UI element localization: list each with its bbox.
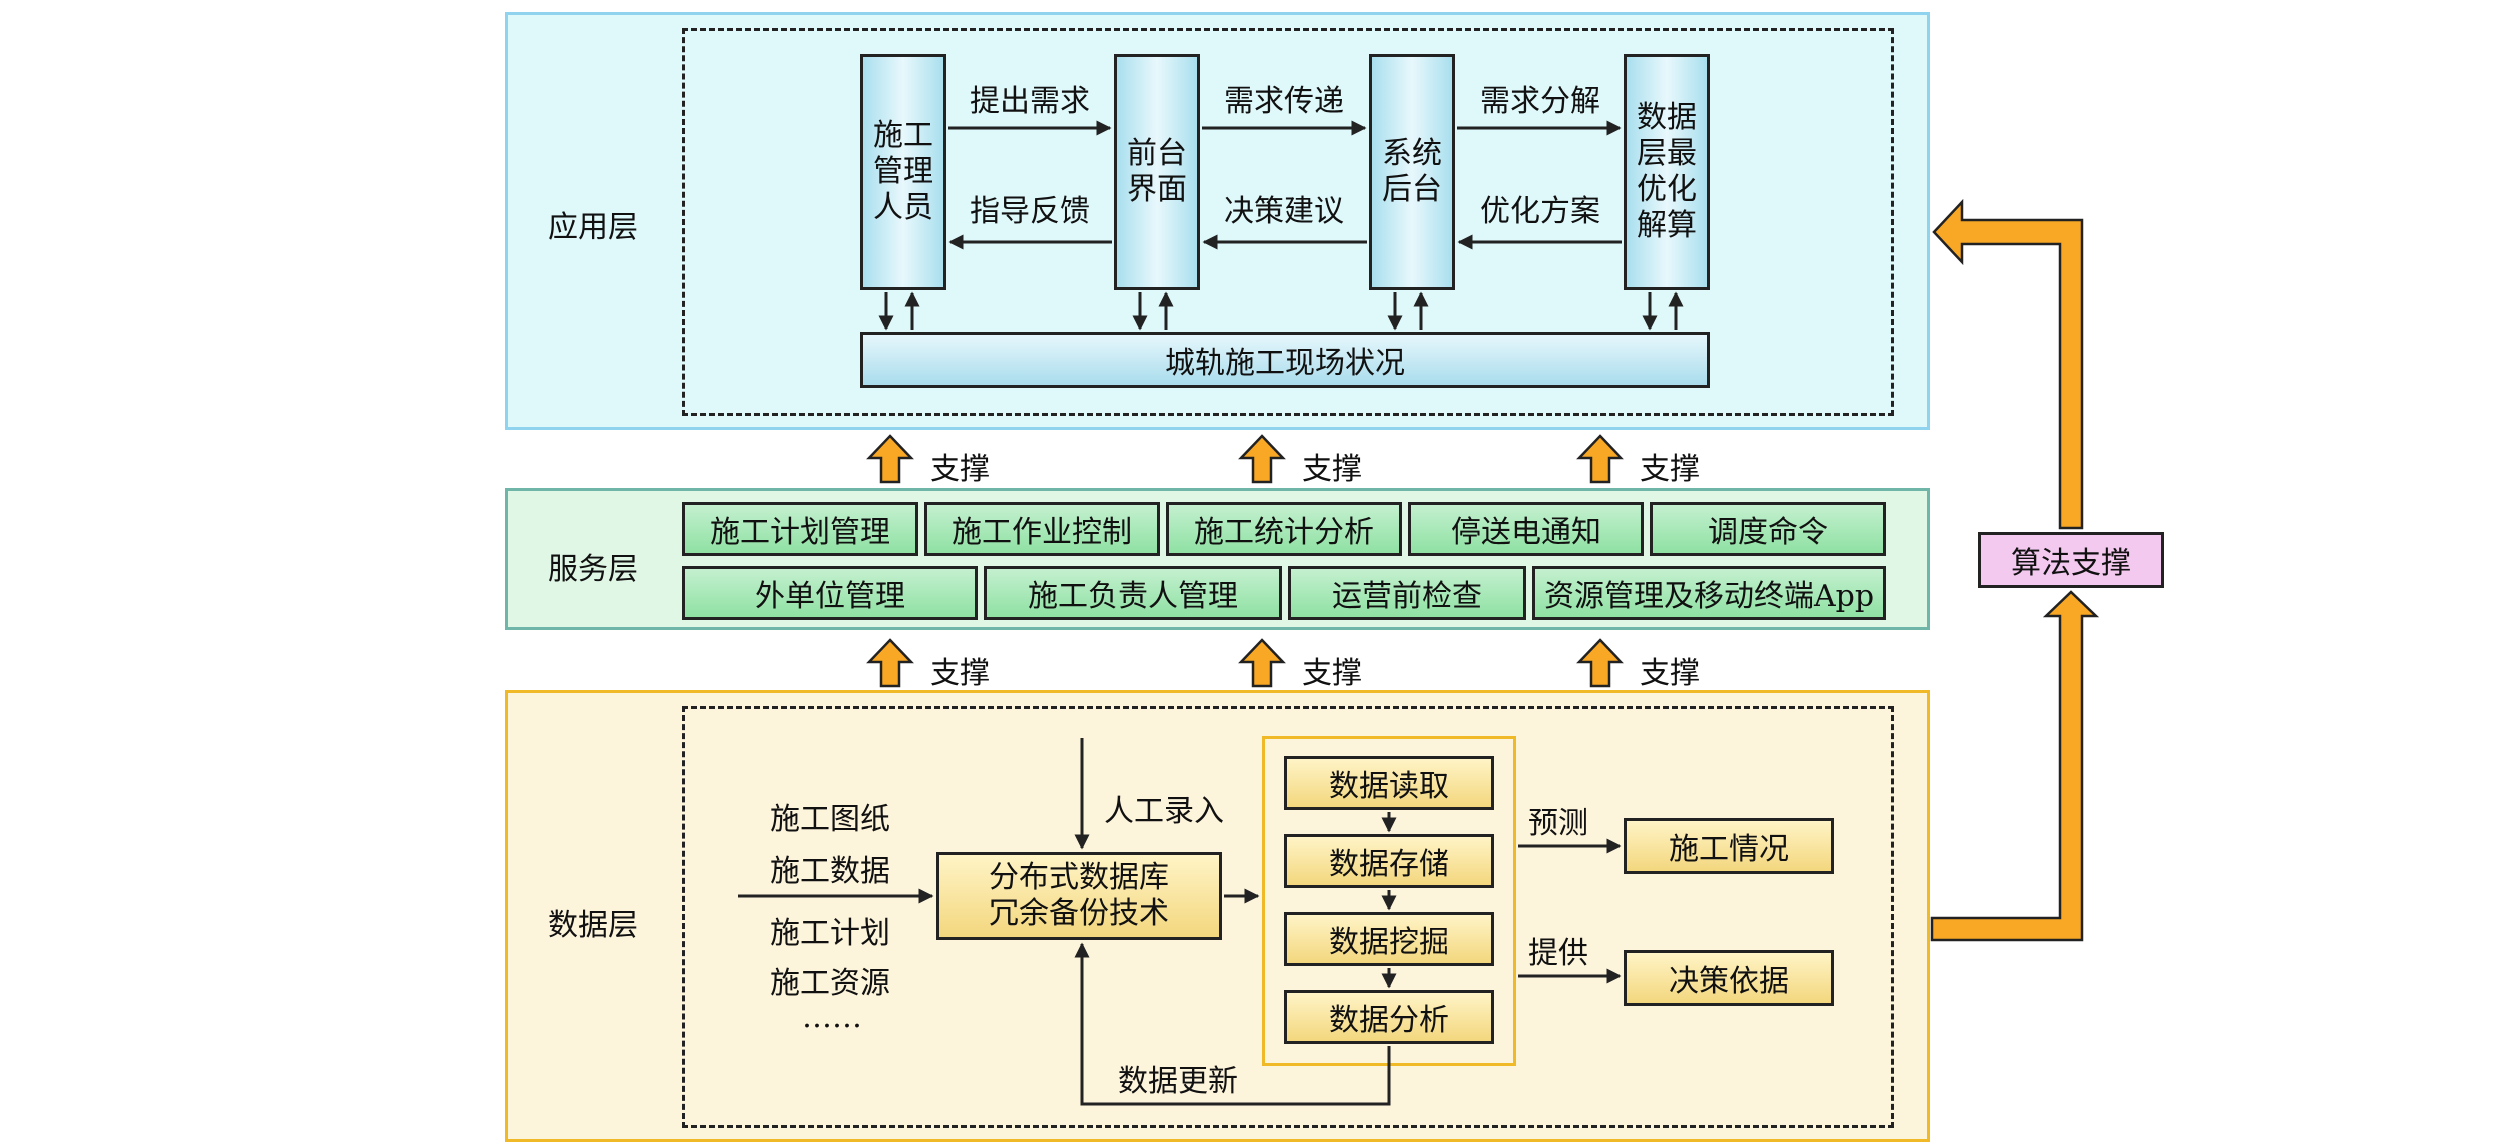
service-dispatch-command: 调度命令 [1650, 502, 1886, 556]
input-construction-resource: 施工资源 [770, 966, 890, 1001]
front-end-interface-label: 前台界面 [1127, 136, 1187, 207]
processing-label: 数据读取 [1329, 769, 1449, 804]
decision-suggestion-label: 决策建议 [1224, 194, 1344, 229]
service-label: 调度命令 [1708, 515, 1828, 550]
construction-manager-label: 施工管理人员 [873, 118, 933, 225]
system-backend-label: 系统后台 [1382, 136, 1442, 207]
input-drawings: 施工图纸 [770, 802, 890, 837]
processing-label: 数据分析 [1329, 1003, 1449, 1038]
output-label: 决策依据 [1669, 964, 1789, 999]
service-external-unit-management: 外单位管理 [682, 566, 978, 620]
input-ellipsis: …… [802, 1000, 862, 1035]
request-transfer-label: 需求传递 [1224, 84, 1344, 119]
data-read-box: 数据读取 [1284, 756, 1494, 810]
support-label-top-2: 支撑 [1302, 452, 1362, 487]
site-status-label: 城轨施工现场状况 [1165, 346, 1405, 381]
service-construction-operation-control: 施工作业控制 [924, 502, 1160, 556]
arrow-data-update [1074, 942, 1391, 1106]
database-label-line2: 冗余备份技术 [989, 896, 1169, 931]
service-label: 运营前检查 [1332, 579, 1482, 614]
support-arrow-bottom-1 [866, 638, 914, 688]
front-end-interface-box: 前台界面 [1114, 54, 1200, 290]
service-construction-statistics: 施工统计分析 [1166, 502, 1402, 556]
processing-label: 数据挖掘 [1329, 925, 1449, 960]
service-label: 停送电通知 [1451, 515, 1601, 550]
support-label-top-3: 支撑 [1640, 452, 1700, 487]
application-dashed-frame [682, 28, 1894, 416]
processing-label: 数据存储 [1329, 847, 1449, 882]
support-label-bottom-1: 支撑 [930, 656, 990, 691]
application-layer-label: 应用层 [548, 210, 638, 245]
service-layer-label: 服务层 [548, 552, 638, 587]
site-status-box: 城轨施工现场状况 [860, 332, 1710, 388]
data-analysis-box: 数据分析 [1284, 990, 1494, 1044]
distributed-database-box: 分布式数据库 冗余备份技术 [936, 852, 1222, 940]
service-label: 资源管理及移动终端App [1543, 579, 1875, 614]
site-status-connectors [878, 291, 1684, 331]
data-dashed-frame [682, 706, 1894, 1128]
input-construction-data: 施工数据 [770, 854, 890, 889]
algorithm-support-label: 算法支撑 [2011, 546, 2131, 581]
guidance-feedback-label: 指导反馈 [970, 194, 1090, 229]
support-label-top-1: 支撑 [930, 452, 990, 487]
data-update-label: 数据更新 [1118, 1064, 1238, 1099]
support-label-bottom-3: 支撑 [1640, 656, 1700, 691]
support-arrow-bottom-3 [1576, 638, 1624, 688]
support-arrows [866, 434, 1624, 688]
service-label: 外单位管理 [755, 579, 905, 614]
support-label-bottom-2: 支撑 [1302, 656, 1362, 691]
data-layer-optimization-label: 数据层最优化解算 [1637, 100, 1697, 243]
request-decompose-label: 需求分解 [1480, 84, 1600, 119]
request-label: 提出需求 [970, 84, 1090, 119]
predict-label: 预测 [1528, 806, 1588, 841]
data-layer-label: 数据层 [548, 908, 638, 943]
data-storage-box: 数据存储 [1284, 834, 1494, 888]
support-arrow-bottom-2 [1238, 638, 1286, 688]
algorithm-feed-arrow [1932, 592, 2113, 938]
support-arrow-top-2 [1238, 434, 1286, 484]
service-power-notice: 停送电通知 [1408, 502, 1644, 556]
algorithm-to-application-arrow [1932, 198, 2084, 530]
service-resource-mobile-app: 资源管理及移动终端App [1532, 566, 1886, 620]
system-backend-box: 系统后台 [1369, 54, 1455, 290]
service-label: 施工作业控制 [952, 515, 1132, 550]
data-layer-optimization-box: 数据层最优化解算 [1624, 54, 1710, 290]
support-arrow-top-1 [866, 434, 914, 484]
provide-label: 提供 [1528, 936, 1588, 971]
data-mining-box: 数据挖掘 [1284, 912, 1494, 966]
output-label: 施工情况 [1669, 832, 1789, 867]
service-responsible-person-management: 施工负责人管理 [984, 566, 1282, 620]
decision-basis-output: 决策依据 [1624, 950, 1834, 1006]
construction-manager-box: 施工管理人员 [860, 54, 946, 290]
input-construction-plan: 施工计划 [770, 916, 890, 951]
optimization-plan-label: 优化方案 [1480, 194, 1600, 229]
service-pre-operation-check: 运营前检查 [1288, 566, 1526, 620]
construction-status-output: 施工情况 [1624, 818, 1834, 874]
service-label: 施工统计分析 [1194, 515, 1374, 550]
service-label: 施工计划管理 [710, 515, 890, 550]
manual-entry-label: 人工录入 [1104, 794, 1224, 829]
algorithm-support-box: 算法支撑 [1978, 532, 2164, 588]
service-label: 施工负责人管理 [1028, 579, 1238, 614]
service-construction-plan-management: 施工计划管理 [682, 502, 918, 556]
database-label-line1: 分布式数据库 [989, 860, 1169, 895]
data-to-algorithm-arrow [1930, 590, 2100, 942]
support-arrow-top-3 [1576, 434, 1624, 484]
